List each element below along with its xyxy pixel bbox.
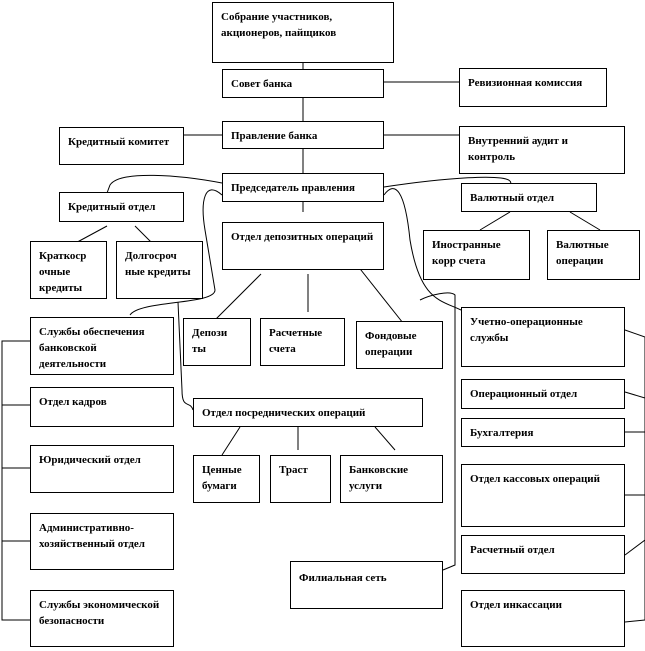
node-operations-dept: Операционный отдел	[461, 379, 625, 409]
node-deposits: Депози ты	[183, 318, 251, 366]
node-hr: Отдел кадров	[30, 387, 174, 427]
node-foreign-corr: Иностранные корр счета	[423, 230, 530, 280]
node-currency-ops: Валютные операции	[547, 230, 640, 280]
node-stock-ops: Фондовые операции	[356, 321, 443, 369]
node-support-services: Службы обеспечения банковской деятельнос…	[30, 317, 174, 375]
node-assembly: Собрание участников, акционеров, пайщико…	[212, 2, 394, 63]
node-credit-committee: Кредитный комитет	[59, 127, 184, 165]
node-branches: Филиальная сеть	[290, 561, 443, 609]
node-board: Совет банка	[222, 69, 384, 98]
node-deposit-dept: Отдел депозитных операций	[222, 222, 384, 270]
node-chairman: Председатель правления	[222, 173, 384, 202]
node-settlement-accounts: Расчетные счета	[260, 318, 345, 366]
node-credit-dept: Кредитный отдел	[59, 192, 184, 222]
node-long-term: Долгосроч ные кредиты	[116, 241, 203, 299]
node-bank-services: Банковские услуги	[340, 455, 443, 503]
node-security: Службы экономической безопасности	[30, 590, 174, 647]
node-cash-ops: Отдел кассовых операций	[461, 464, 625, 527]
node-trust: Траст	[270, 455, 331, 503]
node-intermediary: Отдел посреднических операций	[193, 398, 423, 427]
node-accounting-services: Учетно-операционные службы	[461, 307, 625, 367]
node-legal: Юридический отдел	[30, 445, 174, 493]
node-bookkeeping: Бухгалтерия	[461, 418, 625, 447]
node-currency-dept: Валютный отдел	[461, 183, 597, 212]
node-audit: Внутренний аудит и контроль	[459, 126, 625, 174]
node-securities: Ценные бумаги	[193, 455, 260, 503]
node-revision: Ревизионная комиссия	[459, 68, 607, 107]
node-collection: Отдел инкассации	[461, 590, 625, 647]
node-short-term: Краткоср очные кредиты	[30, 241, 107, 299]
node-settlement-dept: Расчетный отдел	[461, 535, 625, 574]
node-management: Правление банка	[222, 121, 384, 149]
node-admin: Административно-хозяйственный отдел	[30, 513, 174, 570]
